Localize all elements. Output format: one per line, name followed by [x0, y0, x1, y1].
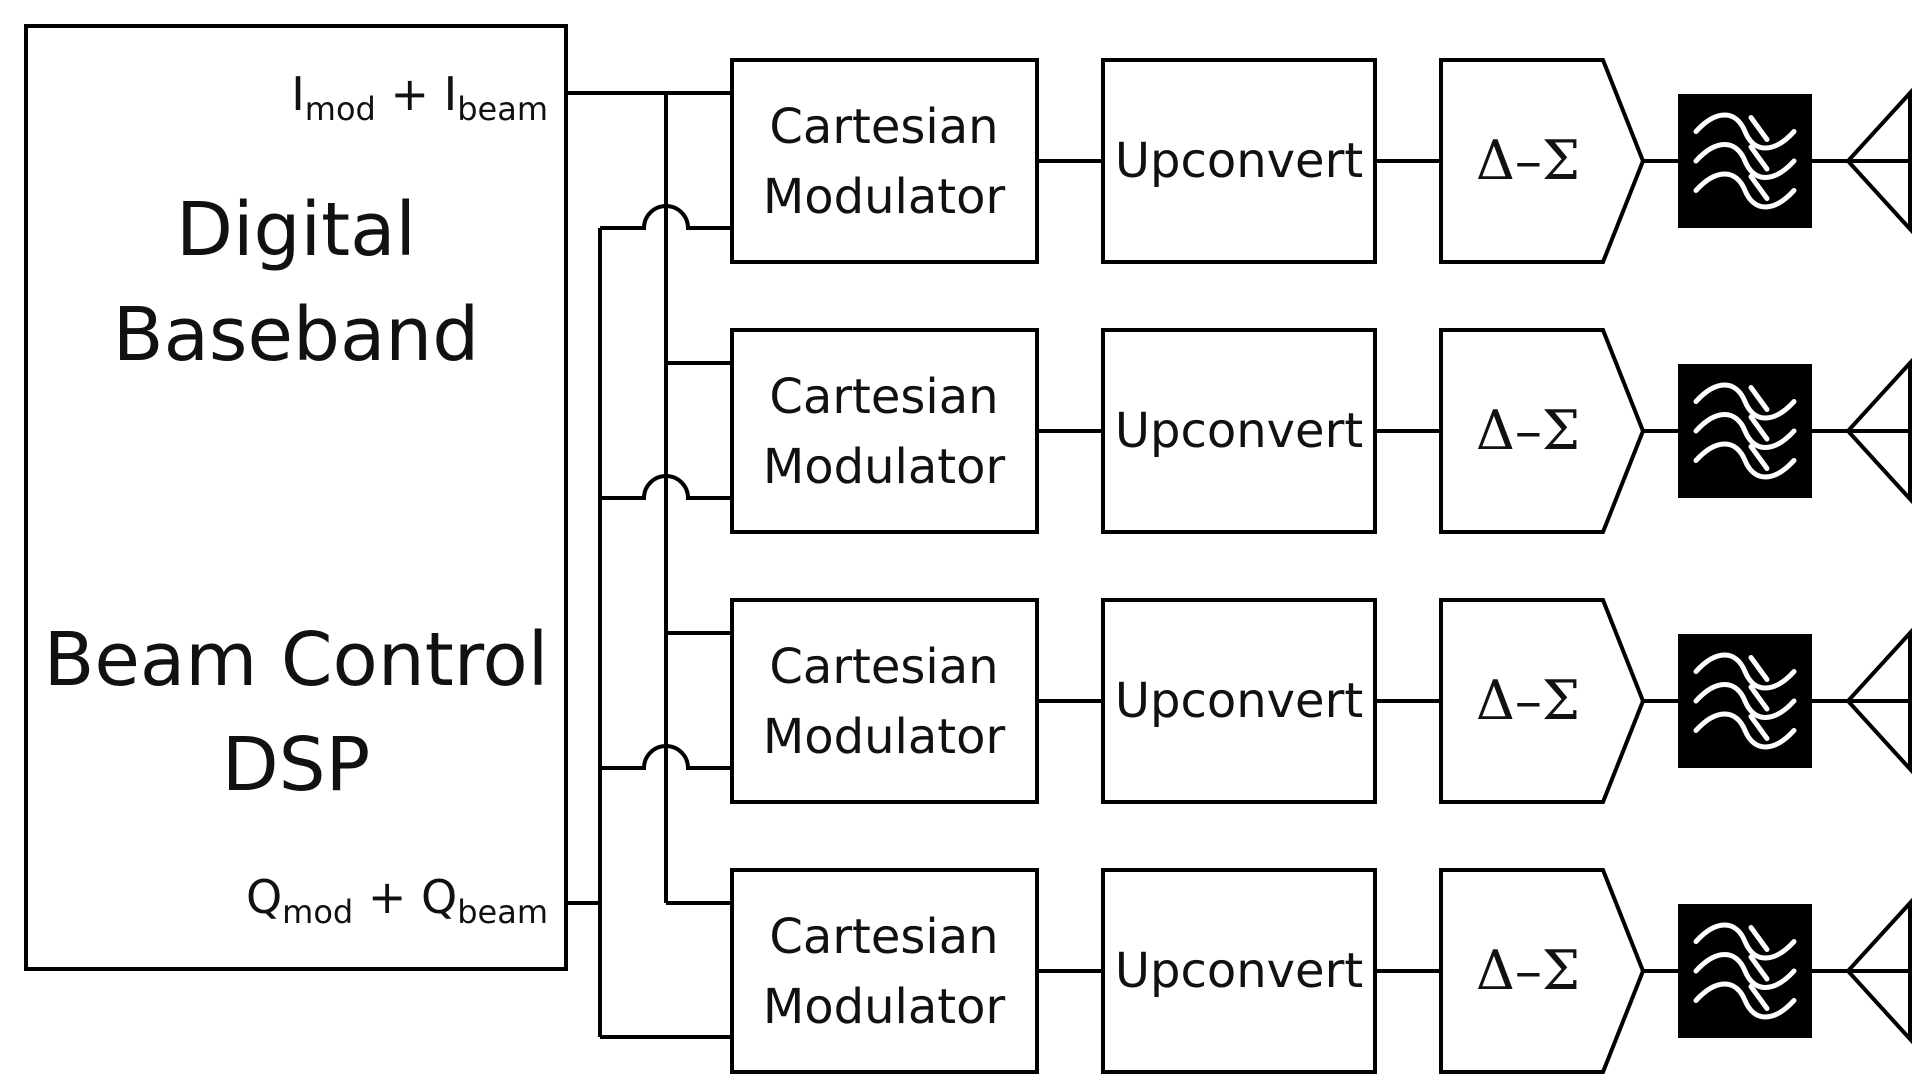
filter-wave-2: [1693, 412, 1797, 450]
filter-wave-1: [1693, 112, 1797, 151]
dsp-box: [24, 24, 568, 971]
bandpass-filter-icon: [1678, 634, 1812, 768]
modulator-label-line1: Cartesian: [769, 639, 998, 695]
i-output-label: Imod + Ibeam: [291, 67, 548, 128]
filter-wave-1: [1693, 922, 1797, 961]
delta-sigma-block: [1439, 598, 1646, 804]
filter-slash-1: [1748, 655, 1770, 683]
antenna-icon: [1845, 627, 1912, 775]
dsp-title-line2: Baseband: [113, 292, 479, 378]
upconvert-box: [1101, 58, 1377, 264]
upconvert-label: Upconvert: [1115, 943, 1363, 999]
delta-sigma-label: Δ–Σ: [1476, 129, 1580, 192]
q-input-wire-hop: [600, 204, 732, 230]
filter-wave-3: [1693, 981, 1797, 1020]
antenna-icon: [1845, 897, 1912, 1045]
cartesian-modulator-box: [730, 598, 1039, 804]
cartesian-modulator-box: [730, 58, 1039, 264]
delta-sigma-label: Δ–Σ: [1476, 939, 1580, 1002]
bandpass-filter-icon: [1678, 364, 1812, 498]
bandpass-filter-icon: [1678, 94, 1812, 228]
antenna-icon: [1845, 357, 1912, 505]
filter-slash-2: [1748, 414, 1770, 442]
filter-slash-3: [1748, 443, 1770, 471]
modulator-label-line2: Modulator: [763, 979, 1006, 1035]
filter-wave-2: [1693, 142, 1797, 180]
modulator-label-line1: Cartesian: [769, 909, 998, 965]
filter-wave-1: [1693, 652, 1797, 691]
dsp-block: Digital Baseband Beam Control DSP Imod +…: [24, 24, 568, 971]
bandpass-filter-icon: [1678, 904, 1812, 1038]
dsp-subtitle-line1: Beam Control: [44, 617, 549, 703]
filter-slash-3: [1748, 983, 1770, 1011]
signal-buses: [566, 91, 732, 1037]
delta-sigma-block: [1439, 328, 1646, 534]
filter-wave-2: [1693, 952, 1797, 990]
modulator-label-line1: Cartesian: [769, 99, 998, 155]
filter-slash-2: [1748, 684, 1770, 712]
filter-slash-1: [1748, 925, 1770, 953]
q-input-wire-hop: [600, 744, 732, 770]
q-output-label: Qmod + Qbeam: [246, 870, 548, 931]
filter-slash-3: [1748, 173, 1770, 201]
dsp-subtitle-line2: DSP: [222, 722, 371, 808]
delta-sigma-block: [1439, 868, 1646, 1074]
modulator-label-line1: Cartesian: [769, 369, 998, 425]
filter-slash-2: [1748, 954, 1770, 982]
filter-slash-2: [1748, 144, 1770, 172]
upconvert-label: Upconvert: [1115, 133, 1363, 189]
filter-slash-1: [1748, 385, 1770, 413]
dsp-title-line1: Digital: [176, 187, 416, 273]
modulator-label-line2: Modulator: [763, 709, 1006, 765]
antenna-icon: [1845, 87, 1912, 235]
delta-sigma-block: [1439, 58, 1646, 264]
upconvert-label: Upconvert: [1115, 673, 1363, 729]
cartesian-modulator-box: [730, 868, 1039, 1074]
delta-sigma-label: Δ–Σ: [1476, 399, 1580, 462]
filter-wave-3: [1693, 441, 1797, 480]
filter-wave-3: [1693, 171, 1797, 210]
q-input-wire-hop: [600, 474, 732, 500]
cartesian-modulator-box: [730, 328, 1039, 534]
delta-sigma-label: Δ–Σ: [1476, 669, 1580, 732]
modulator-label-line2: Modulator: [763, 169, 1006, 225]
upconvert-box: [1101, 598, 1377, 804]
filter-wave-2: [1693, 682, 1797, 720]
filter-slash-1: [1748, 115, 1770, 143]
filter-slash-3: [1748, 713, 1770, 741]
upconvert-box: [1101, 868, 1377, 1074]
upconvert-label: Upconvert: [1115, 403, 1363, 459]
filter-wave-1: [1693, 382, 1797, 421]
modulator-label-line2: Modulator: [763, 439, 1006, 495]
filter-wave-3: [1693, 711, 1797, 750]
